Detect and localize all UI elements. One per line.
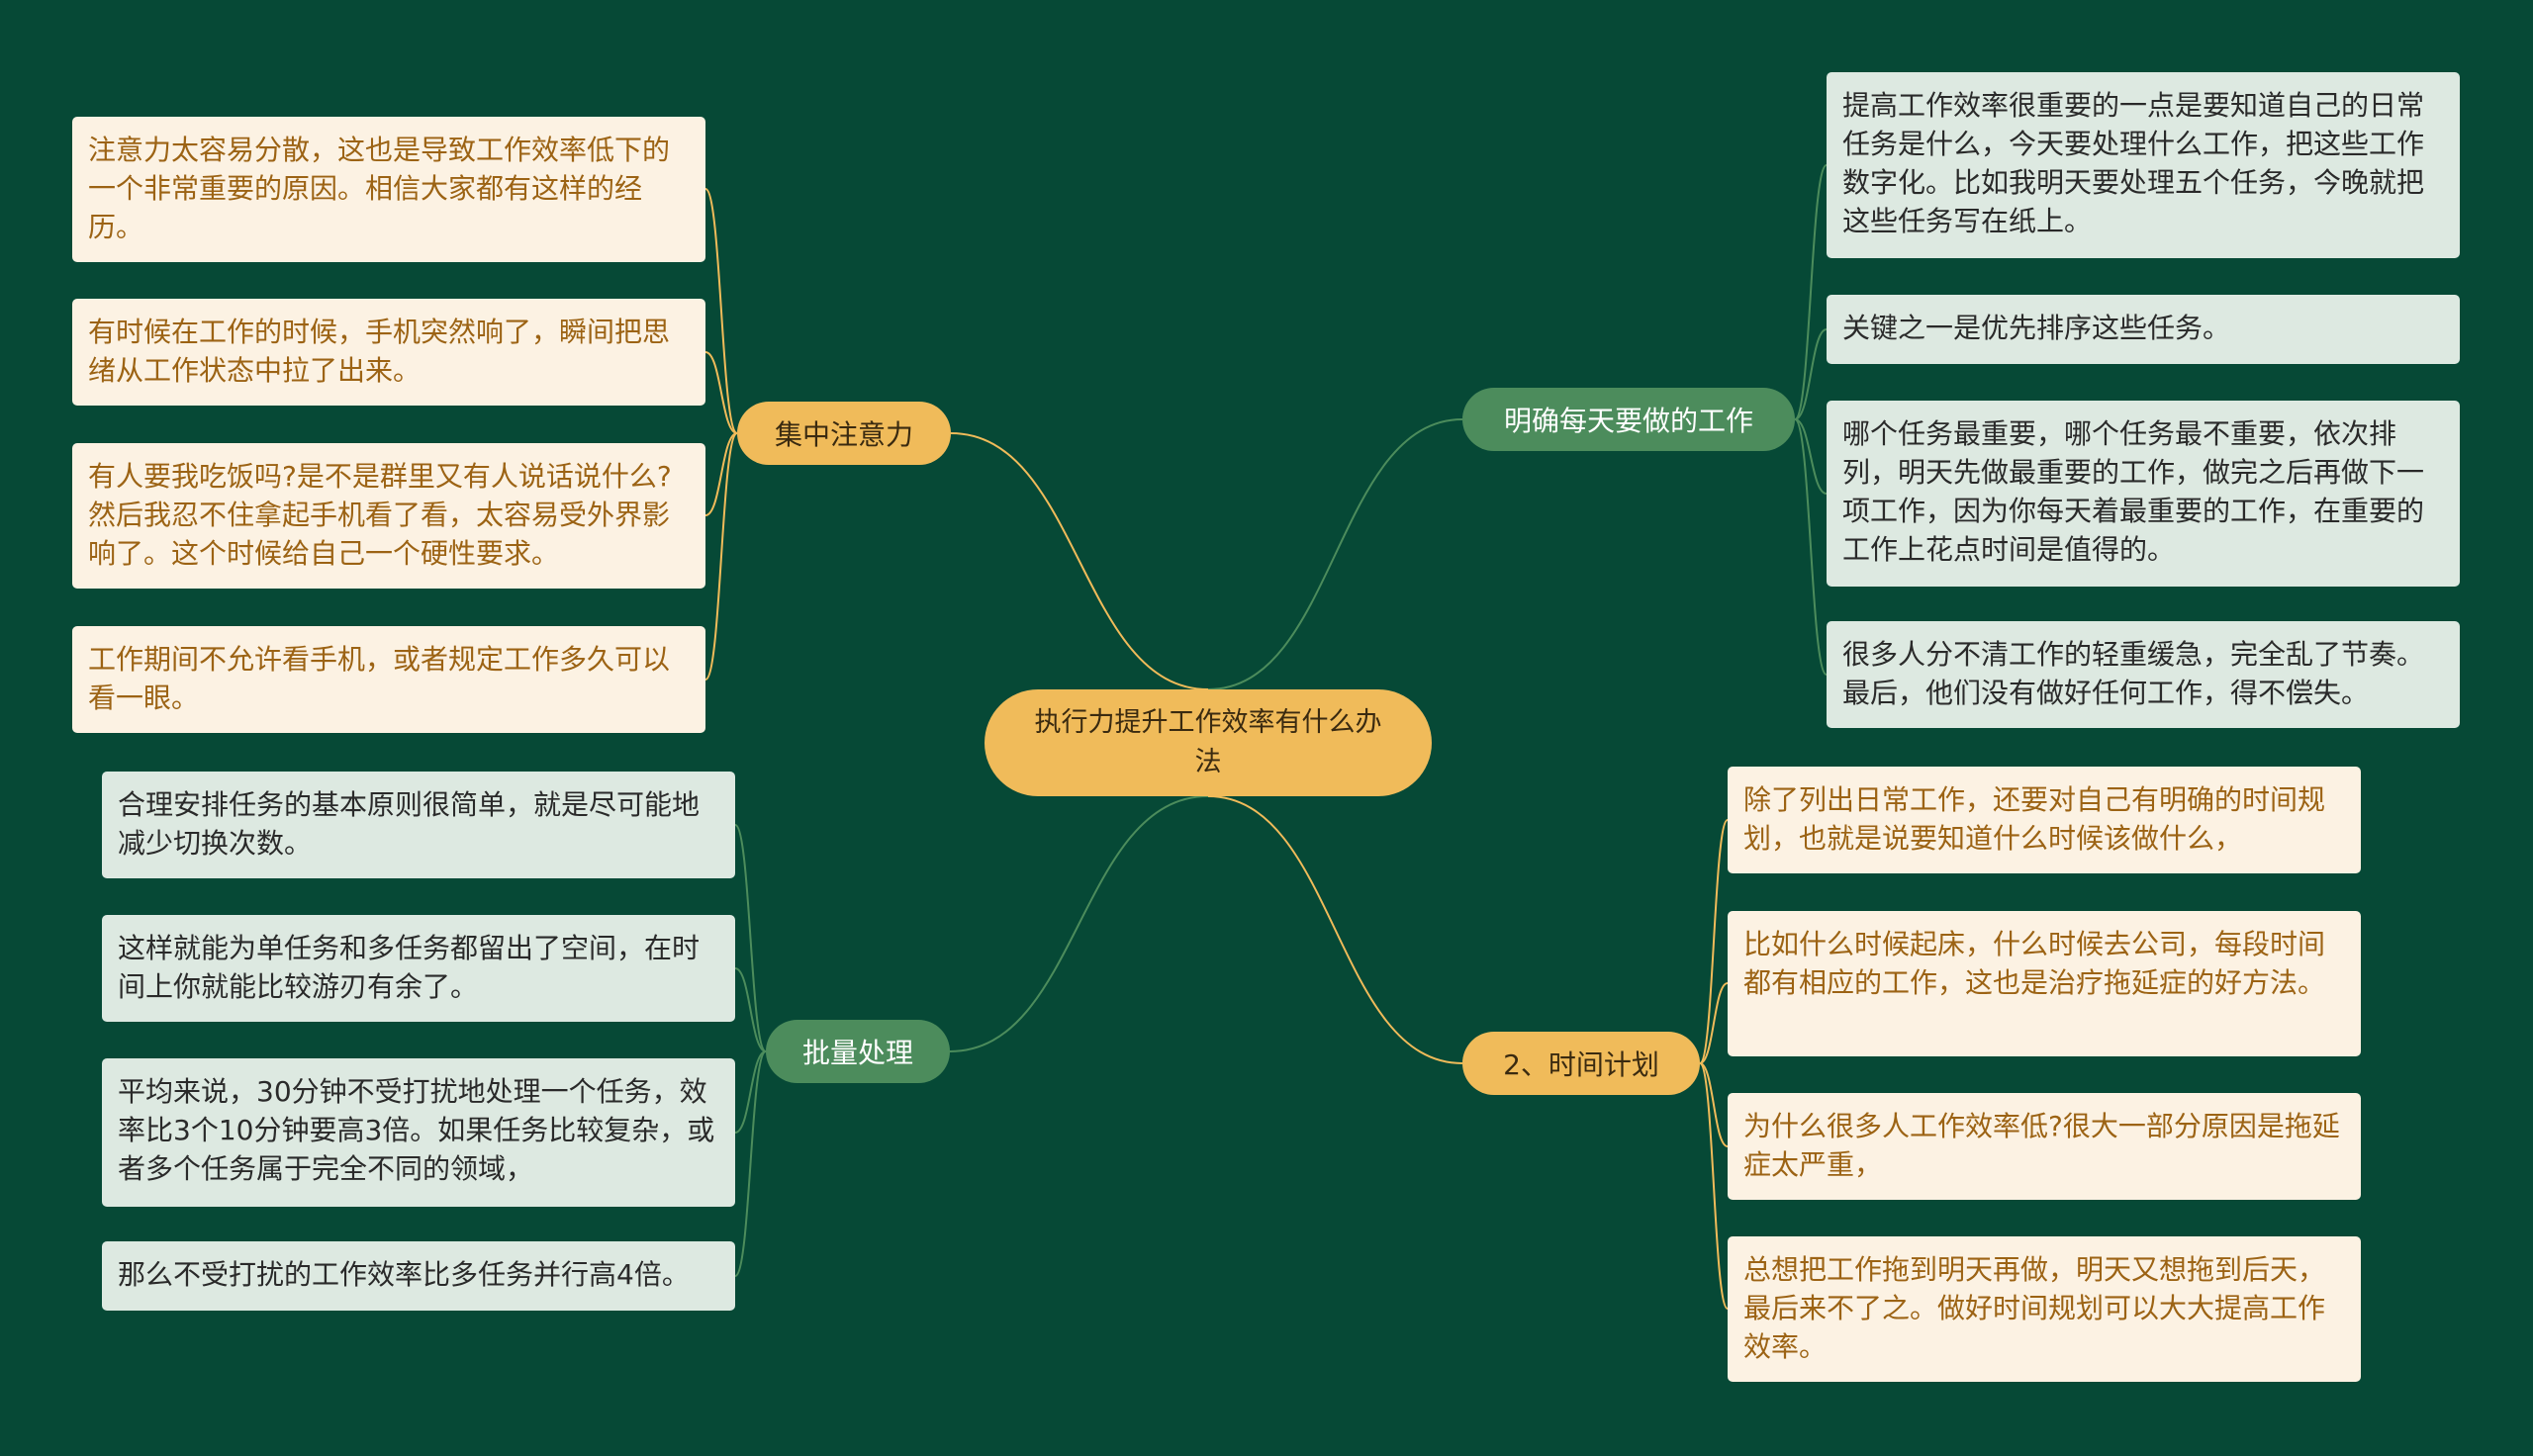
leaf-focus-1[interactable]: 注意力太容易分散，这也是导致工作效率低下的一个非常重要的原因。相信大家都有这样的… <box>72 117 705 262</box>
leaf-text: 合理安排任务的基本原则很简单，就是尽可能地减少切换次数。 <box>118 788 701 860</box>
leaf-focus-2[interactable]: 有时候在工作的时候，手机突然响了，瞬间把思绪从工作状态中拉了出来。 <box>72 299 705 406</box>
leaf-plan-4[interactable]: 总想把工作拖到明天再做，明天又想拖到后天，最后来不了之。做好时间规划可以大大提高… <box>1728 1236 2361 1382</box>
leaf-plan-1[interactable]: 除了列出日常工作，还要对自己有明确的时间规划，也就是说要知道什么时候该做什么， <box>1728 767 2361 873</box>
branch-daily[interactable]: 明确每天要做的工作 <box>1462 388 1795 451</box>
link-batch-leaf-4 <box>734 1050 767 1277</box>
leaf-text: 注意力太容易分散，这也是导致工作效率低下的一个非常重要的原因。相信大家都有这样的… <box>88 134 671 243</box>
branch-plan[interactable]: 2、时间计划 <box>1462 1032 1700 1095</box>
link-plan-leaf-3 <box>1699 1062 1729 1147</box>
leaf-batch-1[interactable]: 合理安排任务的基本原则很简单，就是尽可能地减少切换次数。 <box>102 772 735 878</box>
link-focus-leaf-2 <box>704 351 738 434</box>
center-topic-label: 执行力提升工作效率有什么办法 <box>1034 707 1382 777</box>
leaf-daily-1[interactable]: 提高工作效率很重要的一点是要知道自己的日常任务是什么，今天要处理什么工作，把这些… <box>1827 72 2460 258</box>
link-daily-leaf-1 <box>1794 164 1828 420</box>
link-center-plan <box>1207 795 1463 1064</box>
leaf-text: 比如什么时候起床，什么时候去公司，每段时间都有相应的工作，这也是治疗拖延症的好方… <box>1743 928 2326 999</box>
center-topic[interactable]: 执行力提升工作效率有什么办法 <box>985 689 1432 796</box>
link-plan-leaf-1 <box>1699 819 1729 1064</box>
link-batch-leaf-2 <box>734 967 767 1052</box>
leaf-focus-4[interactable]: 工作期间不允许看手机，或者规定工作多久可以看一眼。 <box>72 626 705 733</box>
link-daily-leaf-2 <box>1794 328 1828 420</box>
link-focus-leaf-4 <box>704 432 738 681</box>
leaf-batch-4[interactable]: 那么不受打扰的工作效率比多任务并行高4倍。 <box>102 1241 735 1311</box>
leaf-text: 这样就能为单任务和多任务都留出了空间，在时间上你就能比较游刃有余了。 <box>118 932 701 1003</box>
leaf-text: 工作期间不允许看手机，或者规定工作多久可以看一眼。 <box>88 643 671 714</box>
leaf-text: 哪个任务最重要，哪个任务最不重要，依次排列，明天先做最重要的工作，做完之后再做下… <box>1842 417 2425 566</box>
leaf-text: 很多人分不清工作的轻重缓急，完全乱了节奏。最后，他们没有做好任何工作，得不偿失。 <box>1842 638 2425 709</box>
leaf-plan-2[interactable]: 比如什么时候起床，什么时候去公司，每段时间都有相应的工作，这也是治疗拖延症的好方… <box>1728 911 2361 1056</box>
leaf-text: 平均来说，30分钟不受打扰地处理一个任务，效率比3个10分钟要高3倍。如果任务比… <box>118 1075 715 1185</box>
leaf-focus-3[interactable]: 有人要我吃饭吗?是不是群里又有人说话说什么?然后我忍不住拿起手机看了看，太容易受… <box>72 443 705 589</box>
link-batch-leaf-3 <box>734 1050 767 1134</box>
branch-daily-label: 明确每天要做的工作 <box>1503 405 1753 437</box>
leaf-text: 那么不受打扰的工作效率比多任务并行高4倍。 <box>118 1258 690 1291</box>
link-center-batch <box>949 795 1209 1052</box>
leaf-text: 提高工作效率很重要的一点是要知道自己的日常任务是什么，今天要处理什么工作，把这些… <box>1842 89 2425 237</box>
link-focus-leaf-1 <box>704 188 738 434</box>
branch-plan-label: 2、时间计划 <box>1503 1048 1659 1081</box>
link-daily-leaf-3 <box>1794 418 1828 495</box>
leaf-plan-3[interactable]: 为什么很多人工作效率低?很大一部分原因是拖延症太严重， <box>1728 1093 2361 1200</box>
leaf-daily-2[interactable]: 关键之一是优先排序这些任务。 <box>1827 295 2460 364</box>
leaf-daily-4[interactable]: 很多人分不清工作的轻重缓急，完全乱了节奏。最后，他们没有做好任何工作，得不偿失。 <box>1827 621 2460 728</box>
leaf-text: 有时候在工作的时候，手机突然响了，瞬间把思绪从工作状态中拉了出来。 <box>88 316 671 387</box>
branch-focus-label: 集中注意力 <box>774 418 913 451</box>
link-daily-leaf-4 <box>1794 418 1828 676</box>
branch-focus[interactable]: 集中注意力 <box>737 402 951 465</box>
link-plan-leaf-2 <box>1699 982 1729 1064</box>
leaf-text: 关键之一是优先排序这些任务。 <box>1842 312 2231 344</box>
leaf-text: 总想把工作拖到明天再做，明天又想拖到后天，最后来不了之。做好时间规划可以大大提高… <box>1743 1253 2326 1363</box>
branch-batch-label: 批量处理 <box>801 1037 913 1069</box>
link-batch-leaf-1 <box>734 824 767 1052</box>
link-center-daily <box>1207 418 1463 690</box>
leaf-batch-3[interactable]: 平均来说，30分钟不受打扰地处理一个任务，效率比3个10分钟要高3倍。如果任务比… <box>102 1058 735 1207</box>
leaf-text: 除了列出日常工作，还要对自己有明确的时间规划，也就是说要知道什么时候该做什么， <box>1743 783 2326 855</box>
link-plan-leaf-4 <box>1699 1062 1729 1310</box>
leaf-daily-3[interactable]: 哪个任务最重要，哪个任务最不重要，依次排列，明天先做最重要的工作，做完之后再做下… <box>1827 401 2460 587</box>
link-center-focus <box>950 432 1209 690</box>
leaf-text: 有人要我吃饭吗?是不是群里又有人说话说什么?然后我忍不住拿起手机看了看，太容易受… <box>88 460 672 570</box>
leaf-text: 为什么很多人工作效率低?很大一部分原因是拖延症太严重， <box>1743 1110 2340 1181</box>
link-focus-leaf-3 <box>704 432 738 516</box>
leaf-batch-2[interactable]: 这样就能为单任务和多任务都留出了空间，在时间上你就能比较游刃有余了。 <box>102 915 735 1022</box>
branch-batch[interactable]: 批量处理 <box>766 1020 950 1083</box>
